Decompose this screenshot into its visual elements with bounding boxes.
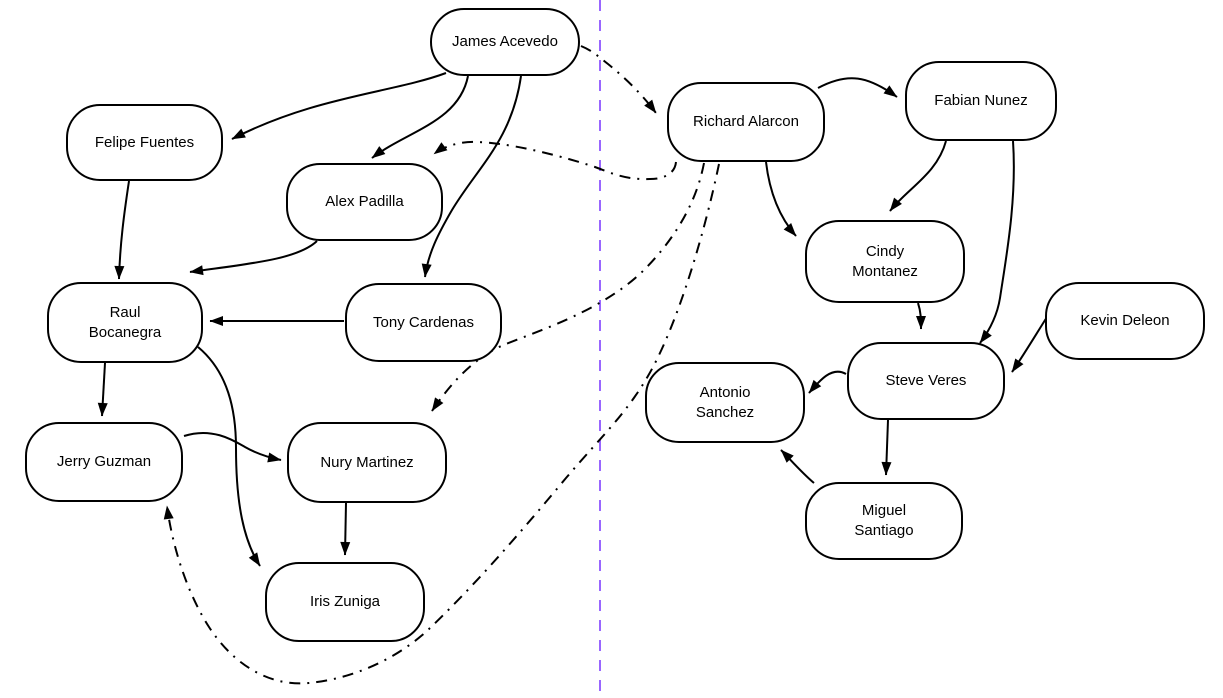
edge-steve-veres-to-antonio-sanchez[interactable] <box>808 370 847 394</box>
edge-kevin-deleon-to-steve-veres[interactable] <box>1011 316 1048 373</box>
edge-jerry-guzman-to-nury-martinez[interactable] <box>183 431 282 463</box>
edge-james-acevedo-to-richard-alarcon[interactable] <box>580 45 657 114</box>
edge-alex-padilla-to-raul-bocanegra[interactable] <box>189 240 318 276</box>
edge-richard-alarcon-to-jerry-guzman[interactable] <box>163 163 720 685</box>
node-label-kevin-deleon: Kevin Deleon <box>1080 312 1170 329</box>
node-tony-cardenas[interactable]: Tony Cardenas <box>345 283 502 362</box>
node-james-acevedo[interactable]: James Acevedo <box>430 8 580 76</box>
node-label-jerry-guzman: Jerry Guzman <box>56 453 152 470</box>
node-miguel-santiago[interactable]: Miguel Santiago <box>805 482 963 560</box>
edge-steve-veres-to-miguel-santiago[interactable] <box>881 419 892 476</box>
edge-fabian-nunez-to-steve-veres[interactable] <box>979 140 1015 344</box>
edge-raul-bocanegra-to-jerry-guzman[interactable] <box>97 362 108 417</box>
node-nury-martinez[interactable]: Nury Martinez <box>287 422 447 503</box>
node-label-felipe-fuentes: Felipe Fuentes <box>94 133 195 151</box>
edge-james-acevedo-to-felipe-fuentes[interactable] <box>231 72 447 140</box>
edge-richard-alarcon-to-cindy-montanez[interactable] <box>765 161 797 237</box>
node-richard-alarcon[interactable]: Richard Alarcon <box>667 82 825 162</box>
edge-richard-alarcon-to-nury-martinez[interactable] <box>431 162 705 412</box>
node-label-iris-zuniga: Iris Zuniga <box>309 593 381 610</box>
node-label-raul-bocanegra: Raul Bocanegra <box>88 303 162 341</box>
node-label-steve-veres: Steve Veres <box>885 372 967 389</box>
node-raul-bocanegra[interactable]: Raul Bocanegra <box>47 282 203 363</box>
edge-james-acevedo-to-alex-padilla[interactable] <box>371 75 469 159</box>
node-label-james-acevedo: James Acevedo <box>452 33 558 50</box>
node-fabian-nunez[interactable]: Fabian Nunez <box>905 61 1057 141</box>
edge-richard-alarcon-to-alex-padilla[interactable] <box>433 140 677 181</box>
node-label-richard-alarcon: Richard Alarcon <box>693 113 799 130</box>
node-antonio-sanchez[interactable]: Antonio Sanchez <box>645 362 805 443</box>
node-iris-zuniga[interactable]: Iris Zuniga <box>265 562 425 642</box>
edge-richard-alarcon-to-fabian-nunez[interactable] <box>817 77 898 98</box>
node-kevin-deleon[interactable]: Kevin Deleon <box>1045 282 1205 360</box>
edge-fabian-nunez-to-cindy-montanez[interactable] <box>889 140 947 212</box>
node-label-nury-martinez: Nury Martinez <box>320 453 414 471</box>
edge-felipe-fuentes-to-raul-bocanegra[interactable] <box>114 180 130 280</box>
node-cindy-montanez[interactable]: Cindy Montanez <box>805 220 965 303</box>
node-label-tony-cardenas: Tony Cardenas <box>373 313 474 331</box>
node-label-alex-padilla: Alex Padilla <box>325 193 404 210</box>
edge-nury-martinez-to-iris-zuniga[interactable] <box>340 502 351 556</box>
node-label-antonio-sanchez: Antonio Sanchez <box>695 383 755 421</box>
node-jerry-guzman[interactable]: Jerry Guzman <box>25 422 183 502</box>
edge-cindy-montanez-to-steve-veres[interactable] <box>915 302 926 330</box>
node-label-cindy-montanez: Cindy Montanez <box>852 242 918 280</box>
edge-james-acevedo-to-tony-cardenas[interactable] <box>421 75 522 278</box>
node-label-fabian-nunez: Fabian Nunez <box>934 92 1028 109</box>
node-felipe-fuentes[interactable]: Felipe Fuentes <box>66 104 223 181</box>
node-steve-veres[interactable]: Steve Veres <box>847 342 1005 420</box>
node-alex-padilla[interactable]: Alex Padilla <box>286 163 443 241</box>
edge-miguel-santiago-to-antonio-sanchez[interactable] <box>780 449 815 484</box>
edge-raul-bocanegra-to-iris-zuniga[interactable] <box>197 346 261 567</box>
node-label-miguel-santiago: Miguel Santiago <box>854 502 914 539</box>
